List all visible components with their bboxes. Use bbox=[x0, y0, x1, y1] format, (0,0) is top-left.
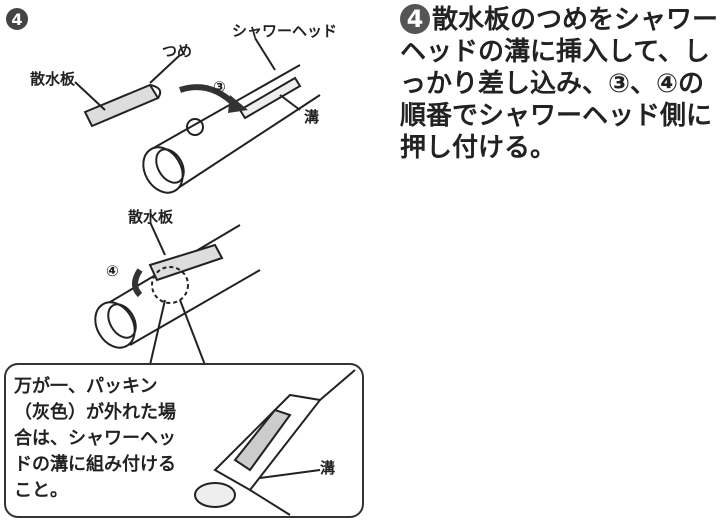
note-text: 万が一、パッキン（灰色）が外れた場合は、シャワーヘッドの溝に組み付けること。 bbox=[14, 376, 176, 501]
label-claw: つめ bbox=[162, 42, 193, 60]
instruction-text: 散水板のつめをシャワーヘッドの溝に挿入して、しっかり差し込み、③、④の順番でシャ… bbox=[400, 5, 719, 163]
step-marker: 4 bbox=[6, 8, 28, 30]
label-groove-detail: 溝 bbox=[320, 459, 336, 477]
label-groove-top: 溝 bbox=[304, 108, 320, 126]
note-box bbox=[4, 363, 364, 518]
label-spray-plate-middle: 散水板 bbox=[128, 208, 174, 226]
groove-detail-drawing bbox=[194, 369, 356, 516]
arrow-step4 bbox=[132, 268, 143, 298]
label-step4: ④ bbox=[106, 262, 119, 280]
shower-head-middle-drawing bbox=[94, 224, 261, 349]
label-shower-head: シャワーヘッド bbox=[232, 22, 338, 40]
instruction-step-badge: 4 bbox=[400, 4, 430, 34]
spray-plate-drawing bbox=[83, 83, 162, 128]
label-spray-plate-top: 散水板 bbox=[30, 70, 76, 88]
label-step3: ③ bbox=[213, 78, 226, 96]
arrow-step3 bbox=[179, 84, 238, 108]
shower-head-top-drawing bbox=[142, 64, 321, 194]
